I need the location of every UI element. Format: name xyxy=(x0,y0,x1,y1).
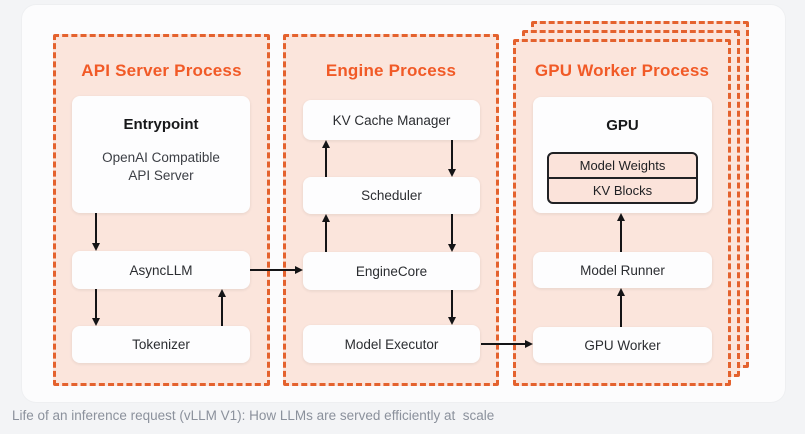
gpu-table-row-kv-blocks: KV Blocks xyxy=(592,183,653,198)
node-entrypoint: Entrypoint OpenAI Compatible API Server xyxy=(72,96,250,213)
arrow-line-asyncllm-to-tokenizer xyxy=(95,289,97,319)
arrow-line-enginecore-to-model-executor xyxy=(451,290,453,318)
entrypoint-subtitle-line1: OpenAI Compatible xyxy=(102,150,220,165)
arrow-head-model-runner-to-gpu xyxy=(617,213,625,221)
node-asyncllm: AsyncLLM xyxy=(72,251,250,289)
node-kv-cache-manager: KV Cache Manager xyxy=(303,100,480,140)
arrow-line-scheduler-to-enginecore xyxy=(451,214,453,245)
gpu-memory-table: Model Weights KV Blocks xyxy=(547,152,698,204)
node-gpu-worker: GPU Worker xyxy=(533,327,712,363)
api-server-process-title: API Server Process xyxy=(81,61,242,80)
arrow-line-model-executor-to-gpu-worker xyxy=(481,343,525,345)
gpu-title: GPU xyxy=(606,117,639,134)
engine-process-title: Engine Process xyxy=(325,61,457,80)
arrow-head-scheduler-to-enginecore xyxy=(448,244,456,252)
node-scheduler: Scheduler xyxy=(303,177,480,214)
arrow-line-entrypoint-to-asyncllm xyxy=(95,213,97,244)
node-model-executor: Model Executor xyxy=(303,325,480,363)
figure-caption: Life of an inference request (vLLM V1): … xyxy=(12,408,495,423)
arrow-head-scheduler-to-kv-cache-manager xyxy=(322,140,330,148)
gpu-worker-process-title: GPU Worker Process xyxy=(534,61,710,80)
arrow-head-model-executor-to-gpu-worker xyxy=(525,340,533,348)
entrypoint-subtitle: OpenAI Compatible API Server xyxy=(102,149,220,185)
arrow-head-enginecore-to-model-executor xyxy=(448,317,456,325)
node-model-runner: Model Runner xyxy=(533,252,712,288)
arrow-line-kv-cache-manager-to-scheduler xyxy=(451,140,453,170)
arrow-line-scheduler-to-kv-cache-manager xyxy=(325,148,327,177)
entrypoint-title: Entrypoint xyxy=(123,116,199,133)
arrow-line-model-runner-to-gpu xyxy=(620,221,622,252)
arrow-line-tokenizer-to-asyncllm xyxy=(221,297,223,326)
arrow-line-gpu-worker-to-model-runner xyxy=(620,296,622,327)
node-enginecore: EngineCore xyxy=(303,252,480,290)
arrow-head-asyncllm-to-enginecore xyxy=(295,266,303,274)
entrypoint-subtitle-line2: API Server xyxy=(128,168,194,183)
gpu-table-row-model-weights: Model Weights xyxy=(549,154,696,179)
arrow-head-entrypoint-to-asyncllm xyxy=(92,243,100,251)
arrow-head-tokenizer-to-asyncllm xyxy=(218,289,226,297)
arrow-line-asyncllm-to-enginecore xyxy=(250,269,296,271)
arrow-head-enginecore-to-scheduler xyxy=(322,214,330,222)
node-tokenizer: Tokenizer xyxy=(72,326,250,363)
arrow-line-enginecore-to-scheduler xyxy=(325,222,327,252)
arrow-head-gpu-worker-to-model-runner xyxy=(617,288,625,296)
arrow-head-kv-cache-manager-to-scheduler xyxy=(448,169,456,177)
arrow-head-asyncllm-to-tokenizer xyxy=(92,318,100,326)
node-gpu: GPU Model Weights KV Blocks xyxy=(533,97,712,213)
